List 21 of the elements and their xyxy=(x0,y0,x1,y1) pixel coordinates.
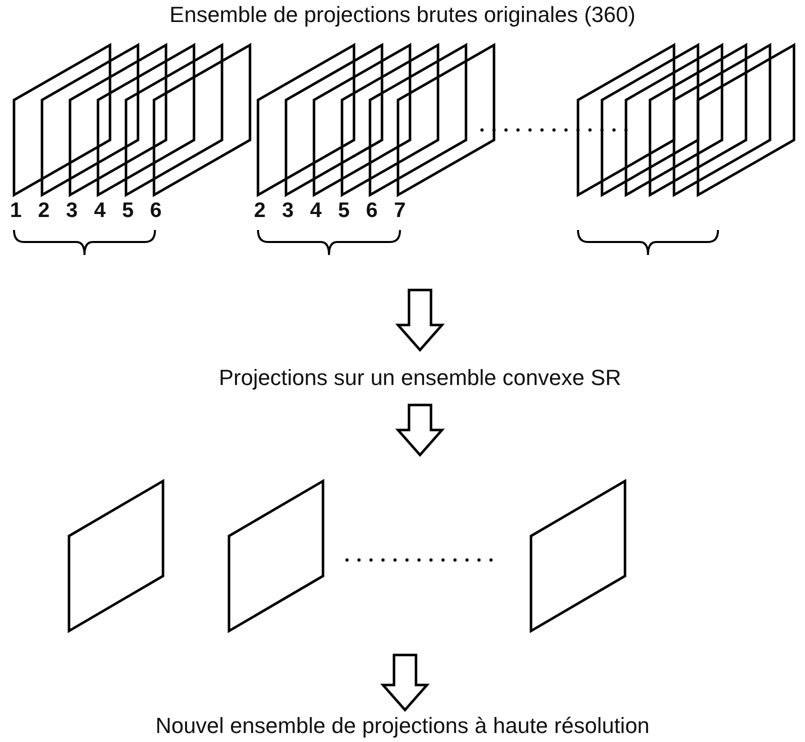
diagram-title: Ensemble de projections brutes originales (360) xyxy=(168,2,636,28)
hollow-arrow xyxy=(395,404,445,457)
frame-number: 4 xyxy=(310,199,322,223)
frame-number: 7 xyxy=(394,199,406,223)
projection-frame xyxy=(530,480,626,632)
frame-number: 2 xyxy=(254,199,266,223)
projection-frame xyxy=(68,480,164,632)
frame-number: 3 xyxy=(66,199,78,223)
projection-frame xyxy=(228,480,324,632)
caption-text: Nouvel ensemble de projections à haute résolution xyxy=(155,713,650,739)
hollow-arrow xyxy=(380,654,430,712)
frame-number: 5 xyxy=(122,199,134,223)
frame-number: 2 xyxy=(38,199,50,223)
frame-number: 6 xyxy=(150,199,162,223)
frame-number: 5 xyxy=(338,199,350,223)
hollow-arrow xyxy=(395,288,445,352)
frame-number: 3 xyxy=(282,199,294,223)
caption-text: Projections sur un ensemble convexe SR xyxy=(218,364,622,390)
frame-number: 1 xyxy=(10,199,22,223)
frame-number: 6 xyxy=(366,199,378,223)
frame-number: 4 xyxy=(94,199,106,223)
